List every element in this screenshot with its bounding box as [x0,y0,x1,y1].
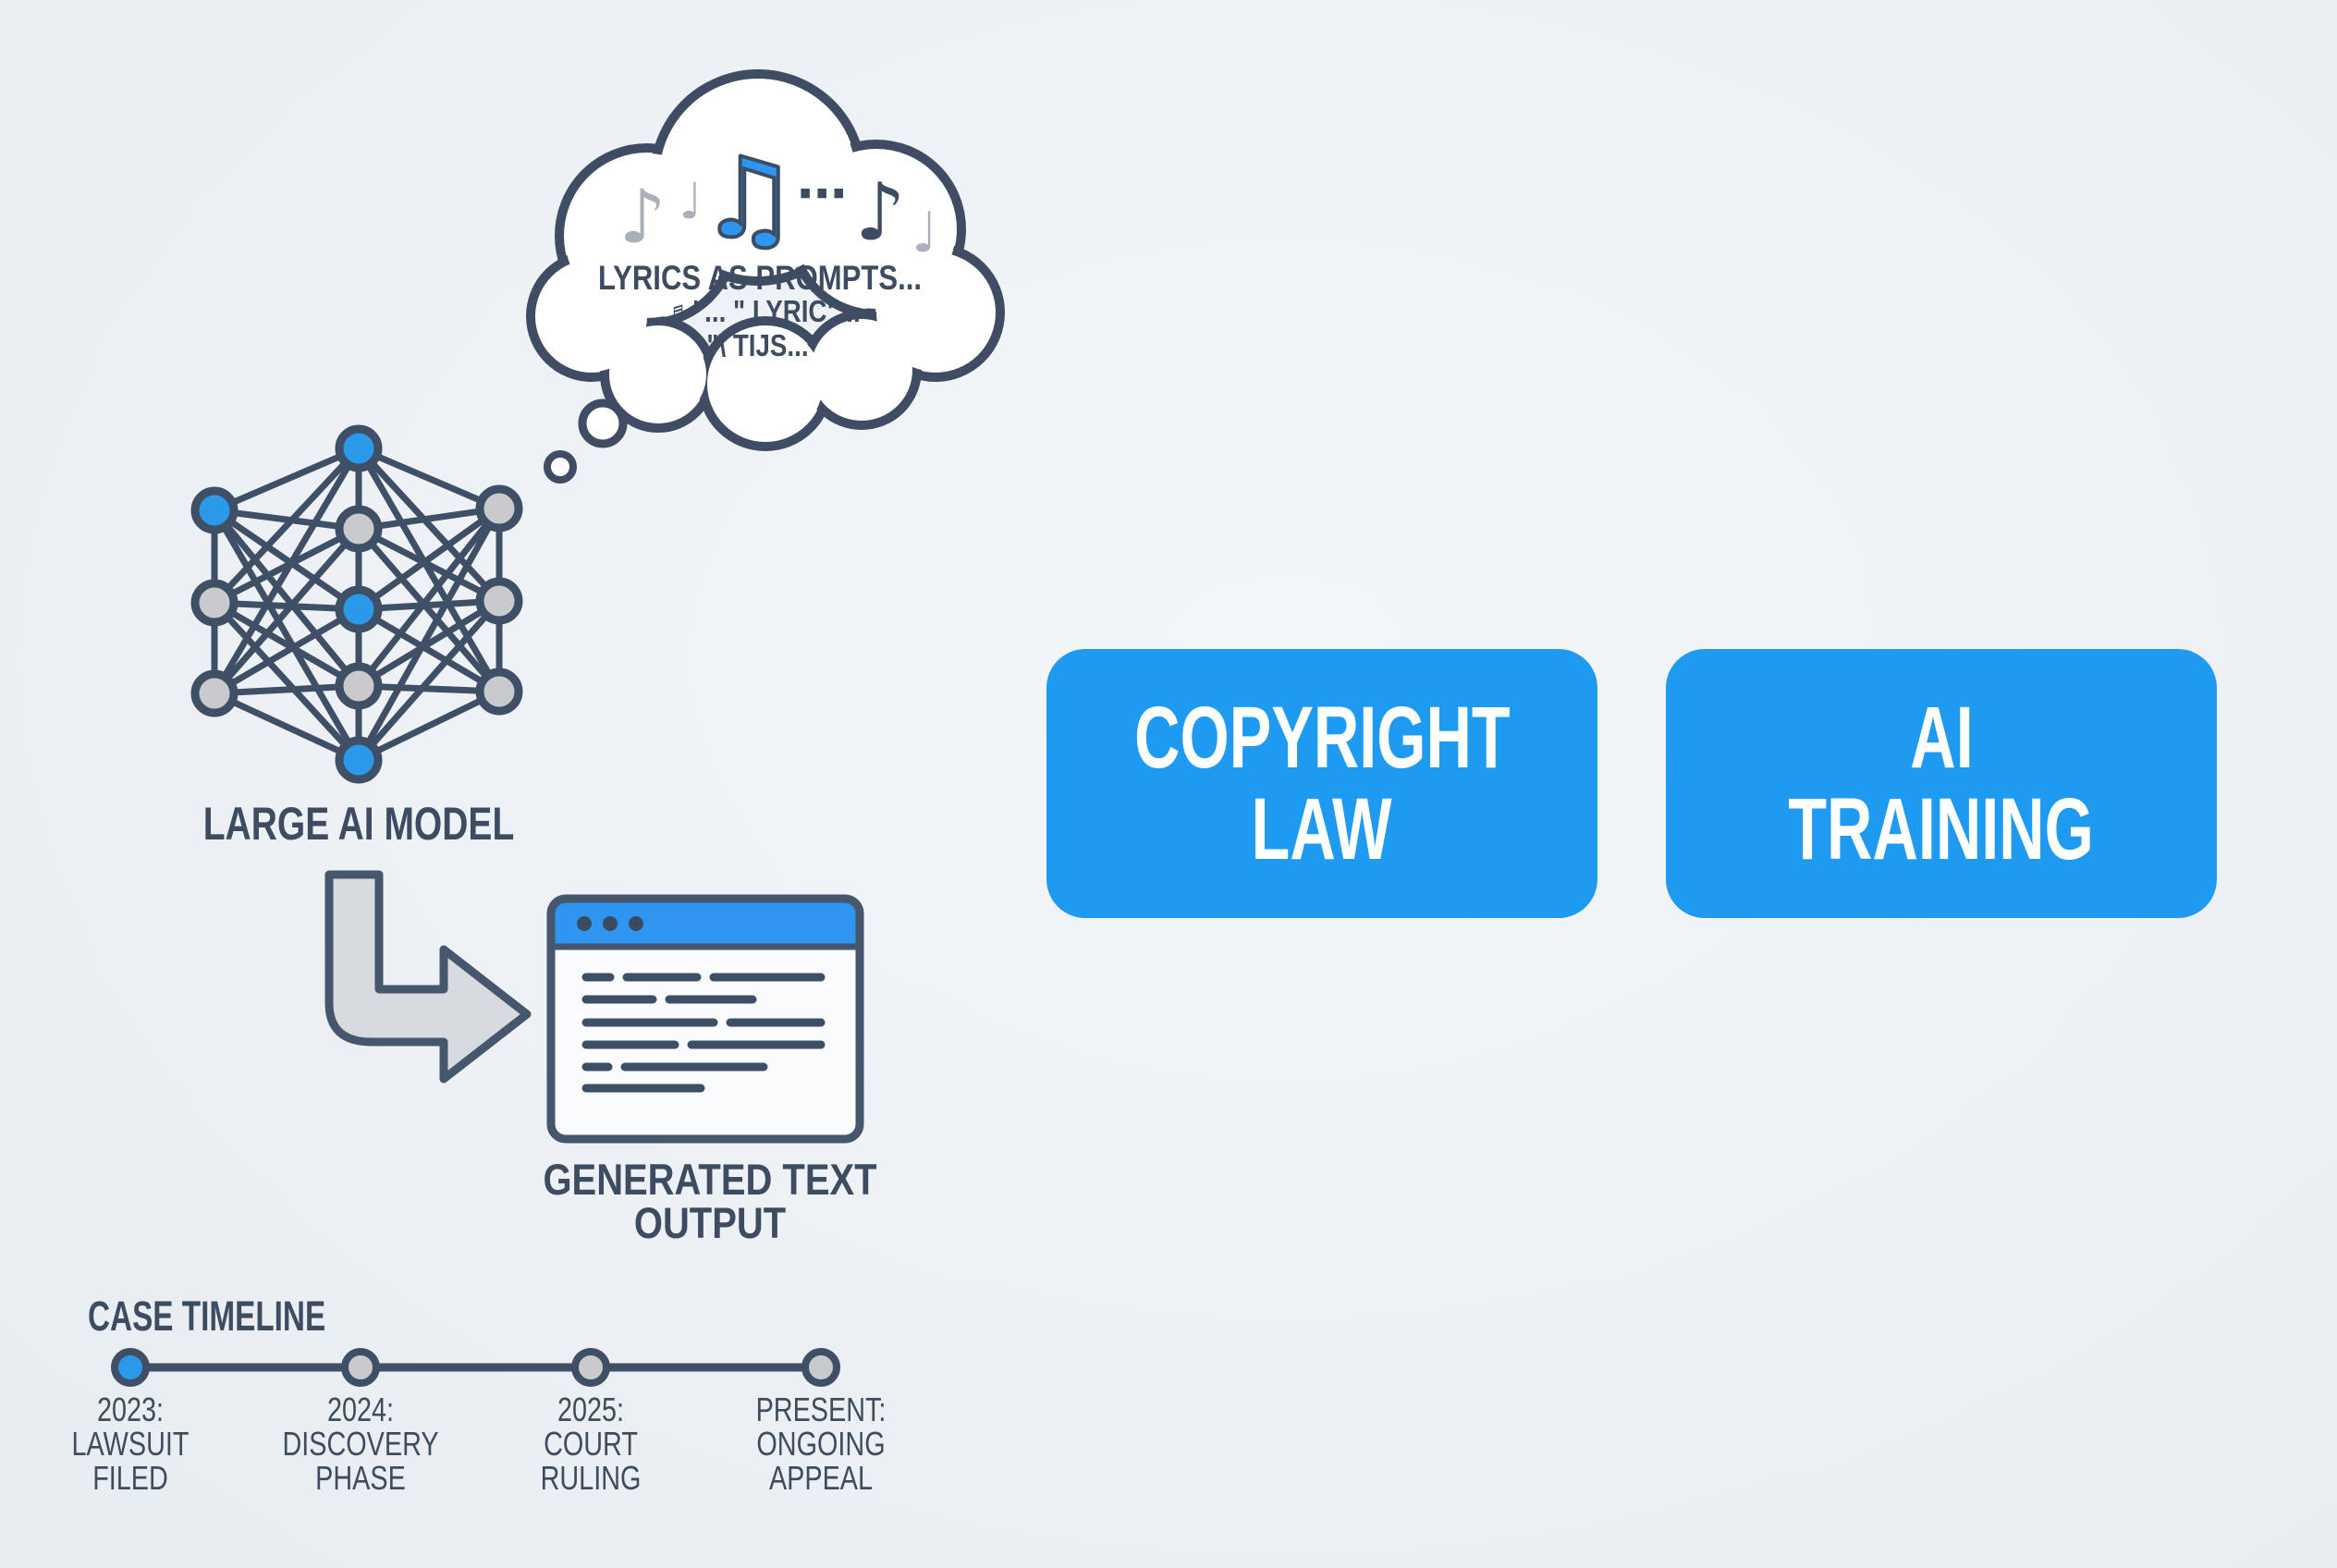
case-timeline-graphic [111,1348,840,1387]
network-node-gray [475,668,523,716]
bubble-trail-small [544,450,577,484]
music-note-icon: ♫ [697,135,801,263]
neural-network-icon [190,424,523,784]
timeline-event-2024: 2024: DISCOVERY PHASE [272,1392,449,1495]
network-node-blue [335,424,383,472]
timeline-event-label: LAWSUIT FILED [71,1425,190,1497]
timeline-dot-present [801,1348,840,1387]
copyright-law-badge: COPYRIGHT LAW [1046,649,1597,918]
network-node-gray [335,505,383,553]
network-node-gray [475,484,523,533]
timeline-event-2025: 2025: COURT RULING [502,1392,679,1495]
timeline-event-year: PRESENT: [755,1390,887,1428]
timeline-event-label: ONGOING APPEAL [756,1425,886,1497]
network-node-blue [190,486,239,534]
timeline-event-label: COURT RULING [540,1425,642,1497]
generated-text-output-label: GENERATED TEXT OUTPUT [543,1155,877,1247]
elbow-arrow-icon [324,870,532,1084]
music-note-icon: ♩ [679,172,703,230]
network-node-gray [335,662,383,710]
network-node-blue [335,585,383,633]
bubble-trail-large [578,398,628,448]
network-node-blue [335,736,383,784]
bubble-text-line: ♬"... " LYRIC"... [667,294,861,328]
timeline-event-year: 2024: [326,1390,395,1428]
music-note-icon: ♩ [911,201,938,265]
case-timeline-title: CASE TIMELINE [88,1292,326,1340]
timeline-event-2023: 2023: LAWSUIT FILED [42,1392,219,1495]
music-note-icon: ♪ [618,174,667,260]
music-note-icon: ♪ [854,166,906,259]
timeline-event-label: DISCOVERY PHASE [282,1425,439,1497]
generated-text-window-icon [546,894,864,1144]
timeline-dot-2025 [571,1348,610,1387]
network-node-gray [190,669,239,717]
large-ai-model-label: LARGE AI MODEL [202,798,515,850]
timeline-event-present: PRESENT: ONGOING APPEAL [732,1392,910,1495]
network-node-gray [475,577,523,625]
bubble-text-line: LYRICS AS PROMPTS... [597,259,923,297]
bubble-text-line: "\ TIJS..." [706,328,821,362]
thought-bubble-icon [526,69,1005,484]
text-line-glyphs [581,973,826,1093]
timeline-dot-2023 [111,1348,150,1387]
timeline-dot-2024 [341,1348,380,1387]
timeline-event-year: 2025: [557,1390,625,1428]
timeline-event-year: 2023: [96,1390,165,1428]
window-control-dots [577,916,643,931]
ellipsis-dots-icon: ⋯ [797,165,849,223]
network-node-gray [190,579,239,627]
ai-training-badge: AI TRAINING [1666,649,2217,918]
